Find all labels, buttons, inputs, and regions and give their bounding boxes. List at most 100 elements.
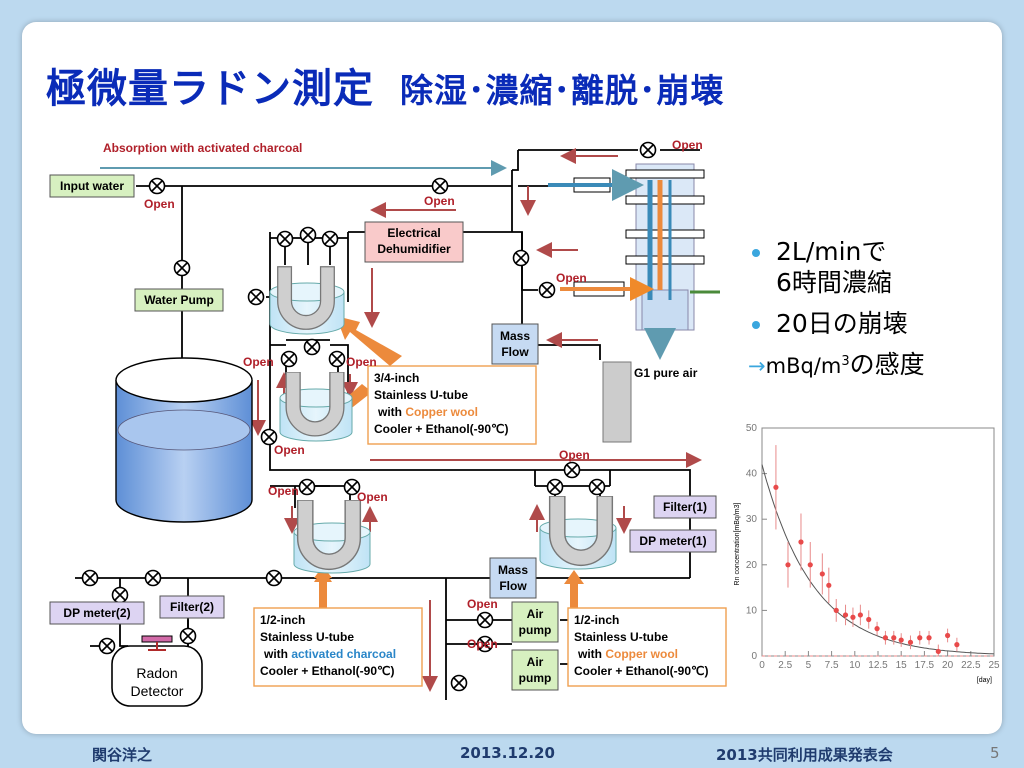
tube-34-l1: 3/4-inch [374, 371, 419, 385]
svg-text:with activated charcoal: with activated charcoal [263, 647, 396, 661]
valve-icon[interactable] [148, 177, 166, 195]
bullet-text: 2L/minで [776, 237, 887, 266]
valve-icon[interactable] [298, 478, 316, 496]
water-pump-box [134, 288, 224, 312]
radon-detector [111, 635, 203, 707]
tube-half-copper-l2: Stainless U-tube [574, 630, 668, 644]
radon-label-1: Radon [136, 665, 177, 681]
filter-1-box [653, 495, 717, 519]
valve-icon[interactable] [81, 569, 99, 587]
sensitivity-text: の感度 [849, 350, 925, 379]
chart-x-tick-label: 5 [806, 660, 812, 671]
dehumidifier-label-2: Dehumidifier [377, 242, 451, 256]
valve-icon[interactable] [265, 569, 283, 587]
filter-2-box [159, 595, 225, 619]
valve-icon[interactable] [563, 461, 581, 479]
g1-pure-air-label: G1 pure air [634, 366, 698, 380]
chart-point [798, 539, 804, 545]
chart-point [907, 639, 914, 645]
air-pump-label-2: pump [519, 623, 552, 637]
chart-x-tick-label: 7.5 [825, 660, 839, 671]
chart-point [819, 571, 825, 577]
valve-icon[interactable] [476, 611, 494, 629]
valve-icon[interactable] [546, 478, 564, 496]
valve-icon[interactable] [303, 338, 321, 356]
valve-icon[interactable] [431, 177, 449, 195]
chart-point [785, 562, 791, 568]
mass-flow-box [491, 323, 539, 365]
chart-point [826, 582, 832, 588]
valve-icon[interactable] [328, 350, 346, 368]
chart-x-tick-label: 15 [896, 660, 908, 671]
dp-meter-1-label: DP meter(1) [639, 534, 706, 548]
chart-x-tick-label: 17.5 [915, 660, 935, 671]
valve-icon[interactable] [450, 674, 468, 692]
open-label: Open [268, 484, 299, 498]
valve-icon[interactable] [144, 569, 162, 587]
open-label: Open [424, 194, 455, 208]
valve-icon[interactable] [247, 288, 265, 306]
bullet-dot-icon [752, 321, 760, 329]
chart-point [926, 635, 932, 641]
valve-icon[interactable] [179, 627, 197, 645]
flow-arrows [100, 148, 702, 692]
tube-half-charcoal-l3a: with [263, 647, 291, 661]
footer-date: 2013.12.20 [460, 744, 555, 762]
air-pump-box [511, 649, 559, 691]
tube-34-l3a: with [377, 405, 405, 419]
valve-icon[interactable] [588, 478, 606, 496]
svg-text:with Copper wool: with Copper wool [377, 405, 478, 419]
filter-1-label: Filter(1) [663, 500, 707, 514]
tube-half-charcoal-l4: Cooler + Ethanol(-90℃) [260, 664, 395, 678]
chart-plot-area [761, 427, 995, 657]
dp-meter-2-label: DP meter(2) [63, 606, 130, 620]
tube-half-copper-l3a: with [577, 647, 605, 661]
bullet-text: 20日の崩壊 [776, 309, 908, 338]
input-water-box [49, 174, 135, 198]
valve-icon[interactable] [639, 141, 657, 159]
arrow-right-icon: → [748, 354, 766, 378]
title-sub: 除湿･濃縮･離脱･崩壊 [400, 71, 725, 110]
valve-icon[interactable] [538, 281, 556, 299]
bullet-text: 6時間濃縮 [776, 268, 892, 297]
svg-text:with Copper wool: with Copper wool [577, 647, 678, 661]
tube-half-copper-l1: 1/2-inch [574, 613, 619, 627]
valve-icon[interactable] [299, 226, 317, 244]
chart-point [891, 635, 897, 641]
open-label: Open [274, 443, 305, 457]
open-label: Open [467, 637, 498, 651]
bath-lower-right [539, 496, 617, 570]
valve-icon[interactable] [321, 230, 339, 248]
open-label: Open [243, 355, 274, 369]
valve-icon[interactable] [173, 259, 191, 277]
open-labels: Absorption with activated charcoal Open … [103, 138, 703, 651]
footer-author: 関谷洋之 [92, 746, 153, 764]
radon-label-2: Detector [131, 683, 184, 699]
chart-x-tick-label: 25 [988, 660, 1000, 671]
chart-point [945, 632, 951, 639]
mass-flow-label-2: Flow [499, 579, 527, 593]
page-title: 極微量ラドン測定除湿･濃縮･離脱･崩壊 [46, 56, 725, 114]
chart-x-tick-label: 2.5 [778, 660, 792, 671]
valve-icon[interactable] [512, 249, 530, 267]
dp-meter-1-box [629, 529, 717, 553]
open-label: Open [144, 197, 175, 211]
footer-event: 2013共同利用成果発表会 [716, 746, 893, 764]
chart-y-tick-label: 40 [746, 469, 758, 480]
valve-icon[interactable] [276, 230, 294, 248]
valve-icon[interactable] [111, 586, 129, 604]
tube-description-boxes: 3/4-inch Stainless U-tube with Copper wo… [253, 365, 727, 687]
valve-icon[interactable] [280, 350, 298, 368]
mass-flow-label-1: Mass [500, 329, 530, 343]
open-label: Open [672, 138, 703, 152]
page-number: 5 [990, 744, 1000, 762]
tube-half-copper-l3b: Copper wool [605, 647, 678, 661]
tube-half-charcoal-box [253, 607, 423, 687]
sensitivity-sup: 3 [841, 354, 850, 369]
valve-icon[interactable] [98, 637, 116, 655]
open-label: Open [346, 355, 377, 369]
sensitivity-line: →mBq/m3の感度 [748, 345, 1008, 381]
chart-x-tick-label: 10 [849, 660, 861, 671]
